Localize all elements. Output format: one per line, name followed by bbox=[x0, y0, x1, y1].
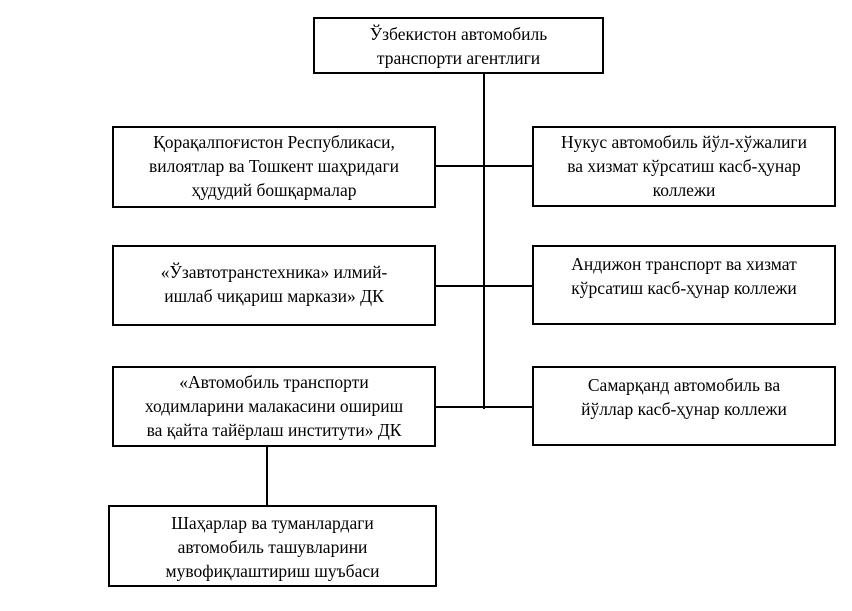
node-text: йўллар касб-ҳунар коллежи bbox=[581, 399, 787, 419]
node-text: ва хизмат кўрсатиш касб-ҳунар bbox=[567, 156, 801, 176]
node-text: «Ўзавтотранстехника» илмий- bbox=[160, 262, 388, 282]
node-andijan-college: Андижон транспорт ва хизмат кўрсатиш кас… bbox=[532, 245, 836, 325]
trunk-line bbox=[483, 73, 485, 409]
node-uzavtotranstechnika: «Ўзавтотранстехника» илмий- ишлаб чиқари… bbox=[112, 245, 436, 326]
node-text: Нукус автомобиль йўл-хўжалиги bbox=[561, 132, 807, 152]
node-text: Андижон транспорт ва хизмат bbox=[571, 254, 797, 274]
node-text: «Автомобиль транспорти bbox=[179, 372, 369, 392]
node-text: Ўзбекистон автомобиль bbox=[369, 24, 548, 44]
node-text: кўрсатиш касб-ҳунар коллежи bbox=[571, 278, 797, 298]
node-regional-departments: Қорақалпоғистон Республикаси, вилоятлар … bbox=[112, 126, 436, 208]
node-text: мувофиқлаштириш шуъбаси bbox=[165, 561, 380, 581]
node-nukus-college: Нукус автомобиль йўл-хўжалиги ва хизмат … bbox=[532, 126, 836, 207]
node-text: ишлаб чиқариш маркази» ДК bbox=[164, 286, 384, 306]
connector-row-3 bbox=[435, 406, 533, 408]
node-text: ва қайта тайёрлаш институти» ДК bbox=[146, 420, 402, 440]
connector-sub bbox=[266, 446, 268, 506]
node-samarkand-college: Самарқанд автомобиль ва йўллар касб-ҳуна… bbox=[532, 366, 836, 446]
node-coordination-department: Шаҳарлар ва туманлардаги автомобиль ташу… bbox=[108, 505, 437, 587]
node-text: Қорақалпоғистон Республикаси, bbox=[153, 132, 395, 152]
connector-row-2 bbox=[435, 285, 533, 287]
node-text: транспорти агентлиги bbox=[376, 48, 541, 68]
node-text: ходимларини малакасини ошириш bbox=[144, 396, 404, 416]
node-agency: Ўзбекистон автомобиль транспорти агентли… bbox=[313, 17, 604, 74]
node-text: ҳудудий бошқармалар bbox=[191, 180, 357, 200]
connector-row-1 bbox=[435, 165, 533, 167]
node-text: Шаҳарлар ва туманлардаги bbox=[171, 513, 374, 533]
node-text: автомобиль ташувларини bbox=[177, 537, 368, 557]
node-text: коллежи bbox=[652, 180, 716, 200]
node-training-institute: «Автомобиль транспорти ходимларини малак… bbox=[112, 366, 436, 447]
node-text: вилоятлар ва Тошкент шаҳридаги bbox=[149, 156, 399, 176]
node-text: Самарқанд автомобиль ва bbox=[587, 375, 781, 395]
